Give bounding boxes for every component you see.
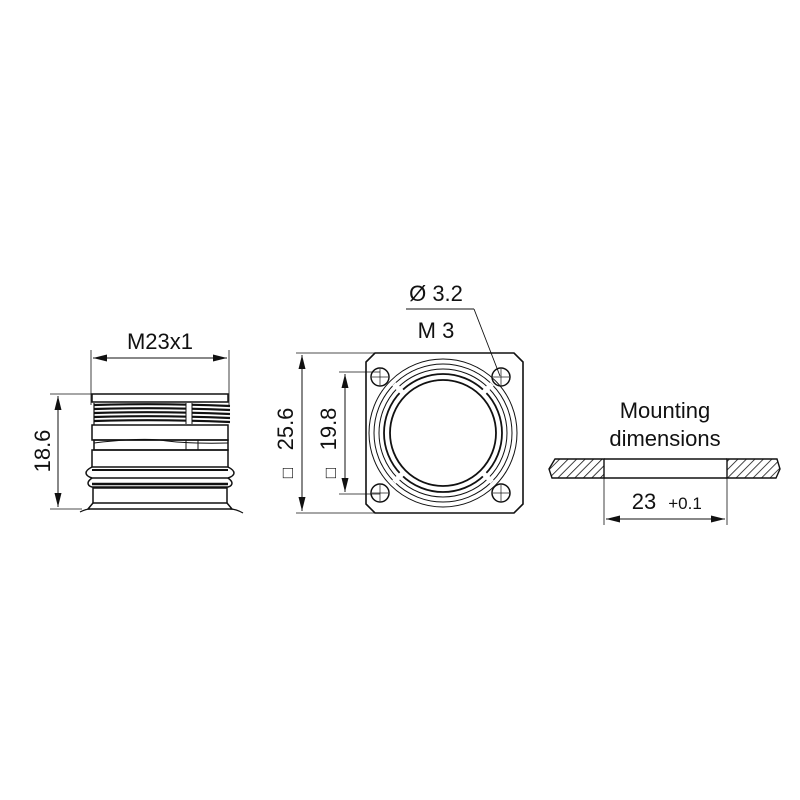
side-view [50, 350, 244, 514]
mounting-hole [491, 367, 511, 387]
hole-leader [406, 308, 501, 377]
mounting-title-line2: dimensions [609, 426, 720, 451]
panel-left [548, 458, 605, 479]
mounting-hole [491, 483, 511, 503]
outer-square-label: 25.6 [273, 408, 298, 451]
mounting-hole [370, 367, 390, 387]
mounting-cutout [548, 458, 781, 525]
rings [368, 358, 518, 508]
height-dimension [50, 393, 92, 510]
hole-pitch-label: 19.8 [316, 408, 341, 451]
mounting-hole [370, 483, 390, 503]
flange-square [365, 352, 524, 514]
front-view [296, 308, 524, 514]
square-symbol-icon: □ [278, 468, 297, 478]
thread-size-label: M23x1 [127, 329, 193, 354]
thread-dimension [90, 350, 230, 405]
mounting-title-line1: Mounting [620, 398, 711, 423]
hole-thread-label: M 3 [418, 318, 455, 343]
outer-square-dimension [296, 352, 380, 514]
panel-right [726, 458, 781, 479]
connector-body [79, 393, 244, 514]
tolerance-label: +0.1 [668, 494, 702, 513]
square-symbol-icon: □ [321, 468, 340, 478]
thread-lines [93, 403, 231, 424]
cutout-label: 23 [632, 489, 656, 514]
hole-diameter-label: Ø 3.2 [409, 281, 463, 306]
mounting-holes [370, 367, 511, 503]
height-label: 18.6 [30, 430, 55, 473]
